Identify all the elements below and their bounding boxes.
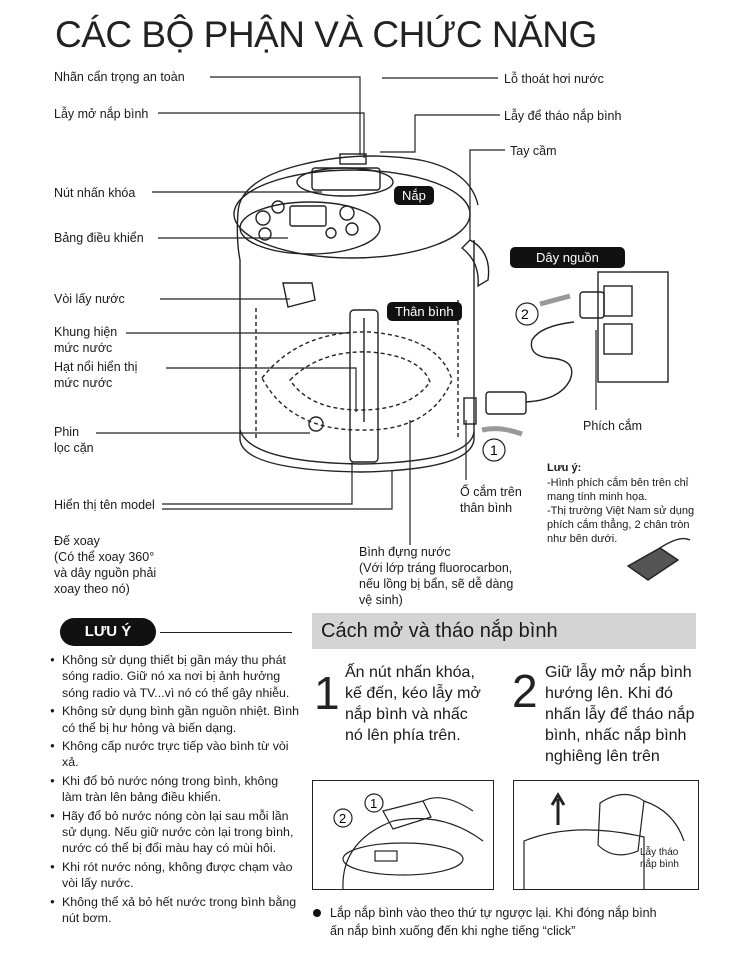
step2-line: nghiêng lên trên xyxy=(545,748,660,765)
plug-note-line-1: -Hình phích cắm bên trên chỉ xyxy=(547,477,689,489)
plug-note-line-4: phích cắm thẳng, 2 chân tròn xyxy=(547,519,690,531)
label-container-2: (Với lớp tráng fluorocarbon, xyxy=(359,561,513,575)
page-title: CÁC BỘ PHẬN VÀ CHỨC NĂNG xyxy=(55,14,597,55)
note-item: Khi đổ bỏ nước nóng trong bình, không là… xyxy=(50,773,300,806)
step1-line: kế đến, kéo lẫy mở xyxy=(345,685,481,702)
label-safety-tag: Nhãn cẩn trọng an toàn xyxy=(54,70,185,84)
label-container-1: Bình đựng nước xyxy=(359,545,451,559)
label-container-3: nếu lồng bị bẩn, sẽ dễ dàng xyxy=(359,577,514,591)
step1-line: nắp bình và nhấc xyxy=(345,706,468,723)
note-item: Không sử dụng thiết bị gần máy thu phát … xyxy=(50,652,300,701)
label-socket-1: Ổ cắm trên xyxy=(460,485,522,499)
label-model-name: Hiển thị tên model xyxy=(54,498,155,512)
label-filter-2: lọc cặn xyxy=(54,441,94,455)
step2-line: bình, nhấc nắp bình xyxy=(545,727,687,744)
note-item: Không sử dụng bình gần nguồn nhiệt. Bình… xyxy=(50,703,300,736)
footer-line-1: Lắp nắp bình vào theo thứ tự ngược lại. … xyxy=(330,906,657,920)
label-control-panel: Bảng điều khiển xyxy=(54,231,144,245)
step2-line: hướng lên. Khi đó xyxy=(545,685,673,702)
note-item: Hãy đổ bỏ nước nóng còn lại sau mỗi lần … xyxy=(50,808,300,857)
label-window-2: mức nước xyxy=(54,341,113,355)
label-filter-1: Phin xyxy=(54,425,80,439)
step1-illustration: 1 2 xyxy=(333,793,484,890)
label-base-4: xoay theo nó) xyxy=(54,582,130,596)
tag-power-cord: Dây nguồn xyxy=(510,247,625,268)
label-lock-button: Nút nhấn khóa xyxy=(54,186,136,200)
step2-line: Giữ lẫy mở nắp bình xyxy=(545,664,692,681)
howto-heading: Cách mở và tháo nắp bình xyxy=(312,613,696,649)
note-item: Không thể xả bỏ hết nước trong bình bằng… xyxy=(50,894,300,927)
step1-line: Ấn nút nhấn khóa, xyxy=(345,664,475,681)
note-item: Không cấp nước trực tiếp vào bình từ vòi… xyxy=(50,738,300,771)
parts-diagram: 2 1 xyxy=(96,76,691,581)
step2-line: nhấn lẫy để tháo nắp xyxy=(545,706,695,723)
note-item: Khi rót nước nóng, không được chạm vào v… xyxy=(50,859,300,892)
fig2-label-1: Lẫy tháo xyxy=(640,847,679,858)
step1-line: nó lên phía trên. xyxy=(345,727,461,744)
notes-divider xyxy=(160,632,292,633)
step1-figure: 1 2 xyxy=(312,780,494,890)
label-base-2: (Có thể xoay 360° xyxy=(54,550,155,564)
plug-note-title: Lưu ý: xyxy=(547,462,582,474)
step2-text: Giữ lẫy mở nắp bình hướng lên. Khi đó nh… xyxy=(545,662,694,767)
step2-illustration xyxy=(523,792,685,889)
marker-2: 2 xyxy=(521,306,529,322)
footer-bullet xyxy=(313,909,321,917)
label-container-4: vệ sinh) xyxy=(359,593,403,607)
step1-text: Ấn nút nhấn khóa, kế đến, kéo lẫy mở nắp… xyxy=(345,662,481,746)
label-handle: Tay cầm xyxy=(510,144,557,158)
plug-note-line-3: -Thị trường Việt Nam sử dụng xyxy=(547,505,695,517)
label-window-1: Khung hiện xyxy=(54,325,118,339)
footer-line-2: ấn nắp bình xuống đến khi nghe tiếng “cl… xyxy=(330,924,576,938)
step2-number: 2 xyxy=(512,665,538,717)
plug-note-line-5: như bên dưới. xyxy=(547,533,618,545)
label-float-1: Hạt nổi hiển thị xyxy=(54,360,138,374)
label-lid-release: Lẫy để tháo nắp bình xyxy=(504,109,622,123)
step1-number: 1 xyxy=(314,667,340,719)
fig2-label-2: nắp bình xyxy=(640,859,679,870)
tag-lid: Nắp xyxy=(394,186,434,205)
marker-1: 1 xyxy=(490,442,498,458)
label-spout: Vòi lấy nước xyxy=(54,292,125,306)
plug-note-line-2: mang tính minh họa. xyxy=(547,491,648,503)
label-base-3: và dây nguồn phải xyxy=(54,566,157,580)
label-steam-vent: Lỗ thoát hơi nước xyxy=(504,72,604,86)
label-plug: Phích cắm xyxy=(583,419,643,433)
label-float-2: mức nước xyxy=(54,376,113,390)
step2-figure: Lẫy tháo nắp bình xyxy=(513,780,699,890)
notes-list: Không sử dụng thiết bị gần máy thu phát … xyxy=(50,652,300,929)
tag-body: Thân bình xyxy=(387,302,462,321)
label-lid-lever: Lẫy mở nắp bình xyxy=(54,107,149,121)
fig1-marker-1: 1 xyxy=(370,796,377,811)
label-socket-2: thân bình xyxy=(460,501,513,515)
label-base-1: Đế xoay xyxy=(54,534,100,548)
notes-badge: LƯU Ý xyxy=(60,618,156,646)
fig1-marker-2: 2 xyxy=(339,811,346,826)
